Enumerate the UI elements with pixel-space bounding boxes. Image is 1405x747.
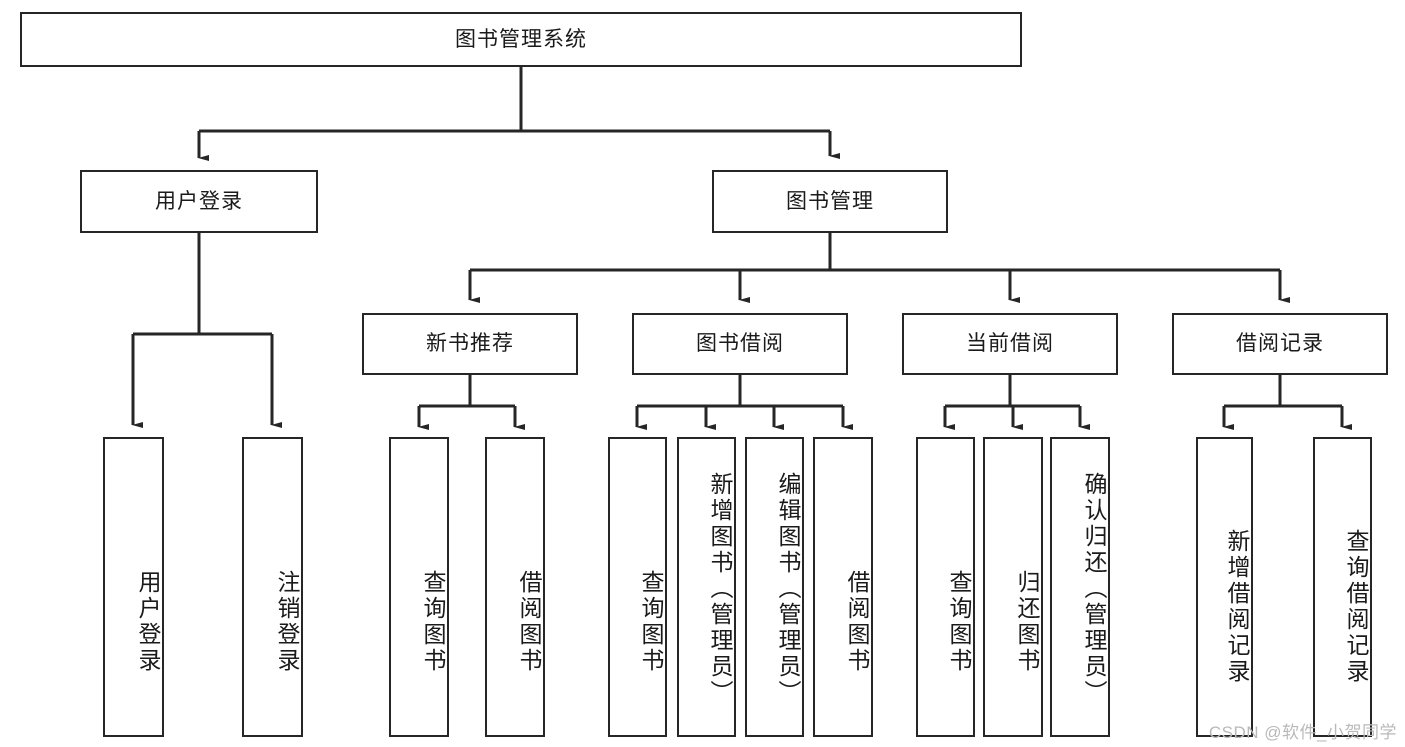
leaf-record-query-record[interactable]: 查询借阅记录 xyxy=(1313,437,1372,737)
node-label: 用户登录 xyxy=(155,189,243,213)
node-label: 图书借阅 xyxy=(696,332,784,356)
node-label: 确认归还（管理员） xyxy=(1081,472,1107,706)
watermark-text: CSDN @软件_小贺同学 xyxy=(1208,723,1397,742)
node-label: 注销登录 xyxy=(274,570,300,674)
node-root-book-management-system[interactable]: 图书管理系统 xyxy=(20,12,1022,67)
node-label: 用户登录 xyxy=(135,570,161,674)
leaf-recommend-borrow-book[interactable]: 借阅图书 xyxy=(485,437,545,737)
leaf-recommend-query-book[interactable]: 查询图书 xyxy=(389,437,449,737)
node-label: 借阅图书 xyxy=(516,570,542,674)
node-user-login[interactable]: 用户登录 xyxy=(80,170,318,233)
leaf-current-confirm-return-admin[interactable]: 确认归还（管理员） xyxy=(1050,437,1110,737)
leaf-current-return-book[interactable]: 归还图书 xyxy=(983,437,1043,737)
leaf-record-add-record[interactable]: 新增借阅记录 xyxy=(1196,437,1253,737)
node-label: 归还图书 xyxy=(1014,570,1040,674)
node-book-management[interactable]: 图书管理 xyxy=(712,170,948,233)
node-label: 查询图书 xyxy=(946,570,972,674)
node-borrow-record[interactable]: 借阅记录 xyxy=(1172,313,1388,375)
node-label: 查询图书 xyxy=(638,570,664,674)
leaf-current-query-book[interactable]: 查询图书 xyxy=(916,437,975,737)
node-label: 当前借阅 xyxy=(966,332,1054,356)
leaf-borrow-borrow-book[interactable]: 借阅图书 xyxy=(813,437,873,737)
leaf-borrow-query-book[interactable]: 查询图书 xyxy=(608,437,667,737)
node-label: 图书管理系统 xyxy=(455,27,587,51)
leaf-user-login-logout[interactable]: 注销登录 xyxy=(242,437,303,737)
leaf-borrow-add-book-admin[interactable]: 新增图书（管理员） xyxy=(677,437,736,737)
node-new-book-recommend[interactable]: 新书推荐 xyxy=(362,313,578,375)
node-label: 查询借阅记录 xyxy=(1343,529,1369,685)
node-label: 新书推荐 xyxy=(426,332,514,356)
leaf-user-login-login[interactable]: 用户登录 xyxy=(103,437,164,737)
node-label: 新增图书（管理员） xyxy=(707,472,733,706)
node-label: 新增借阅记录 xyxy=(1224,529,1250,685)
node-label: 编辑图书（管理员） xyxy=(775,472,801,706)
node-label: 借阅图书 xyxy=(844,570,870,674)
leaf-borrow-edit-book-admin[interactable]: 编辑图书（管理员） xyxy=(745,437,804,737)
node-label: 借阅记录 xyxy=(1236,332,1324,356)
node-current-borrow[interactable]: 当前借阅 xyxy=(902,313,1118,375)
node-label: 查询图书 xyxy=(420,570,446,674)
node-book-borrow[interactable]: 图书借阅 xyxy=(632,313,848,375)
node-label: 图书管理 xyxy=(786,189,874,213)
